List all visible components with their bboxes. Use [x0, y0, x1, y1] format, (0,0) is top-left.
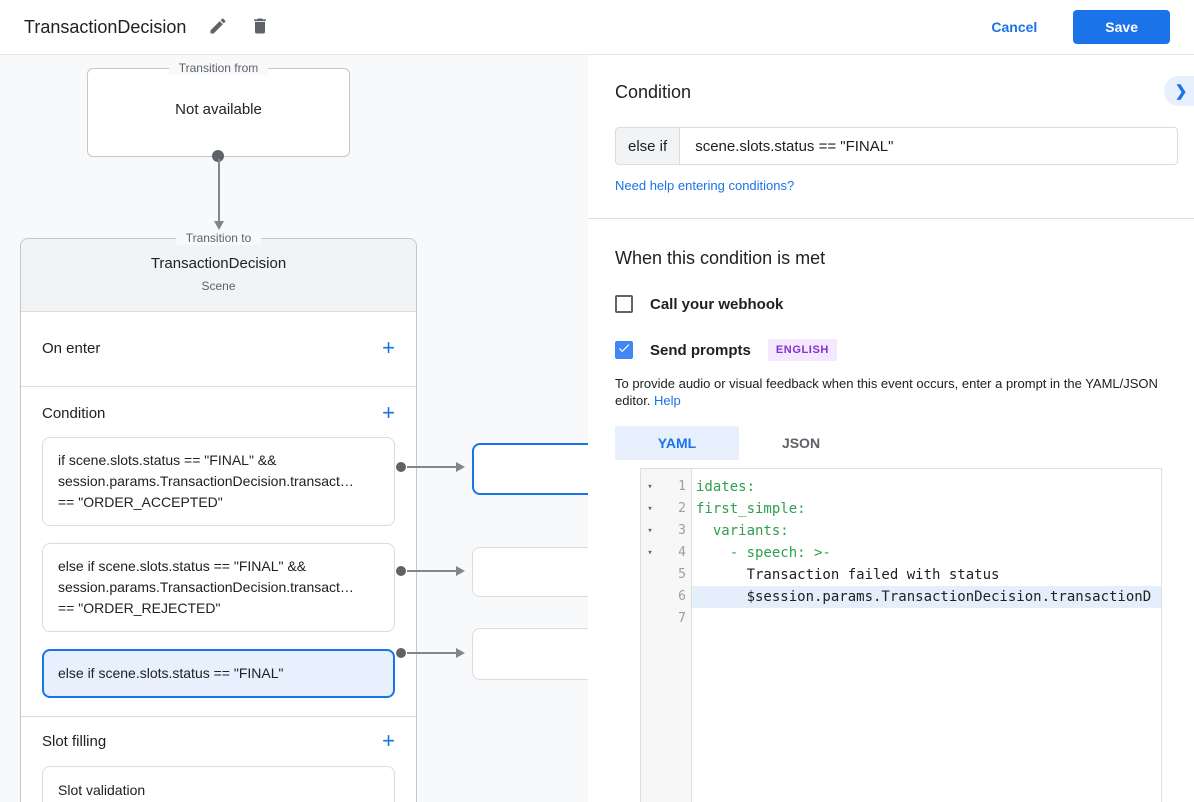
collapse-panel-button[interactable]: ❯ — [1164, 76, 1194, 106]
condition-text: session.params.TransactionDecision.trans… — [58, 473, 354, 489]
transition-to-card: Transition to TransactionDecision Scene … — [20, 231, 417, 802]
condition-help-link[interactable]: Need help entering conditions? — [615, 178, 795, 193]
on-enter-label: On enter — [42, 339, 101, 357]
slot-filling-label: Slot filling — [42, 732, 107, 750]
condition-text: == "ORDER_REJECTED" — [58, 600, 221, 616]
panel-divider — [588, 218, 1194, 219]
prompt-help-link[interactable]: Help — [654, 393, 681, 408]
slot-filling-section: Slot filling + Slot validation — [21, 717, 416, 802]
condition-prefix: else if — [616, 128, 681, 164]
condition-section-label: Condition — [42, 404, 106, 422]
tab-yaml[interactable]: YAML — [615, 426, 739, 460]
scene-subtitle: Scene — [201, 279, 236, 293]
condition-input-group: else if — [615, 127, 1178, 165]
transition-from-value: Not available — [175, 101, 262, 118]
send-prompts-row[interactable]: Send prompts ENGLISH — [615, 339, 1178, 361]
condition-text: == "ORDER_ACCEPTED" — [58, 494, 223, 510]
when-met-heading: When this condition is met — [615, 248, 826, 268]
add-condition-button[interactable]: + — [382, 400, 395, 425]
condition-item-rejected[interactable]: else if scene.slots.status == "FINAL" &&… — [42, 543, 395, 632]
code-line-highlighted[interactable]: $session.params.TransactionDecision.tran… — [692, 586, 1161, 608]
cancel-button[interactable]: Cancel — [991, 19, 1038, 35]
condition-text: if scene.slots.status == "FINAL" && — [58, 452, 277, 468]
scene-card-header: TransactionDecision Scene — [21, 239, 416, 312]
line-number: 6 — [678, 589, 686, 604]
slot-validation-item[interactable]: Slot validation — [42, 766, 395, 802]
arrow-right-icon — [456, 566, 465, 576]
transition-target-box[interactable] — [472, 628, 588, 680]
send-prompts-checkbox[interactable] — [615, 341, 633, 359]
editor-code-area[interactable]: idates: first_simple: variants: - speech… — [692, 469, 1161, 802]
code-line[interactable]: first_simple: — [696, 501, 806, 517]
scene-title: TransactionDecision — [150, 255, 287, 272]
line-number: 7 — [678, 611, 686, 626]
save-button[interactable]: Save — [1073, 10, 1170, 44]
condition-detail-panel: ❯ Condition else if Need help entering c… — [588, 55, 1194, 802]
code-line[interactable] — [692, 608, 1161, 630]
transition-from-legend: Transition from — [168, 61, 269, 75]
page-title: TransactionDecision — [24, 16, 187, 37]
add-slot-button[interactable]: + — [382, 728, 395, 753]
transition-to-legend: Transition to — [175, 231, 262, 245]
transition-target-box[interactable] — [472, 547, 588, 597]
fold-arrow-icon[interactable]: ▾ — [647, 504, 653, 514]
connector-dot — [396, 648, 406, 658]
arrow-down-icon — [214, 221, 224, 230]
edit-button[interactable] — [208, 16, 228, 39]
prompt-description: To provide audio or visual feedback when… — [615, 375, 1178, 409]
transition-from-box: Transition from Not available — [87, 61, 350, 157]
condition-text: else if scene.slots.status == "FINAL" && — [58, 558, 307, 574]
send-prompts-label: Send prompts — [650, 341, 751, 359]
condition-item-final-selected[interactable]: else if scene.slots.status == "FINAL" — [42, 649, 395, 698]
trash-icon — [250, 16, 270, 39]
delete-button[interactable] — [250, 16, 270, 39]
transition-target-box-selected[interactable] — [472, 443, 588, 495]
check-icon — [617, 341, 631, 360]
chevron-right-icon: ❯ — [1174, 83, 1188, 100]
prompt-description-text: To provide audio or visual feedback when… — [615, 376, 1158, 408]
condition-text: session.params.TransactionDecision.trans… — [58, 579, 354, 595]
language-badge: ENGLISH — [767, 339, 837, 361]
arrow-right-icon — [456, 462, 465, 472]
line-number: 4 — [678, 545, 686, 560]
code-line[interactable]: idates: — [696, 479, 756, 495]
editor-tabs: YAML JSON — [615, 426, 1178, 460]
tab-json[interactable]: JSON — [739, 426, 863, 460]
add-on-enter-button[interactable]: + — [382, 335, 395, 360]
fold-arrow-icon[interactable]: ▾ — [647, 526, 653, 536]
pencil-icon — [208, 16, 228, 39]
yaml-code-editor[interactable]: ▾ 1 ▾ 2 ▾ 3 ▾ 4 5 6 7 idates: first_simple: … — [640, 468, 1162, 802]
code-line[interactable]: - speech: >- — [696, 545, 831, 561]
fold-arrow-icon[interactable]: ▾ — [647, 482, 653, 492]
code-line[interactable]: Transaction failed with status — [696, 567, 1000, 583]
scene-flow-canvas: Transition from Not available Transition… — [0, 55, 588, 802]
top-bar: TransactionDecision Cancel Save — [0, 0, 1194, 55]
arrow-right-icon — [456, 648, 465, 658]
connector-dot — [212, 150, 224, 162]
on-enter-section: On enter + — [21, 312, 416, 387]
connector-line — [218, 159, 220, 221]
connector-dot — [396, 566, 406, 576]
connector-line — [407, 652, 457, 654]
connector-line — [407, 466, 457, 468]
connector-dot — [396, 462, 406, 472]
call-webhook-row[interactable]: Call your webhook — [615, 295, 1178, 313]
line-number: 3 — [678, 523, 686, 538]
webhook-label: Call your webhook — [650, 295, 784, 313]
line-number: 1 — [678, 479, 686, 494]
condition-text: else if scene.slots.status == "FINAL" — [58, 665, 284, 681]
fold-arrow-icon[interactable]: ▾ — [647, 548, 653, 558]
line-number: 2 — [678, 501, 686, 516]
editor-gutter: ▾ 1 ▾ 2 ▾ 3 ▾ 4 5 6 7 — [641, 469, 692, 802]
condition-expression-input[interactable] — [680, 128, 1177, 164]
code-line[interactable]: variants: — [696, 523, 789, 539]
condition-section: Condition + if scene.slots.status == "FI… — [21, 387, 416, 717]
line-number: 5 — [678, 567, 686, 582]
connector-line — [407, 570, 457, 572]
webhook-checkbox[interactable] — [615, 295, 633, 313]
condition-item-accepted[interactable]: if scene.slots.status == "FINAL" && sess… — [42, 437, 395, 526]
condition-heading: Condition — [615, 82, 692, 102]
